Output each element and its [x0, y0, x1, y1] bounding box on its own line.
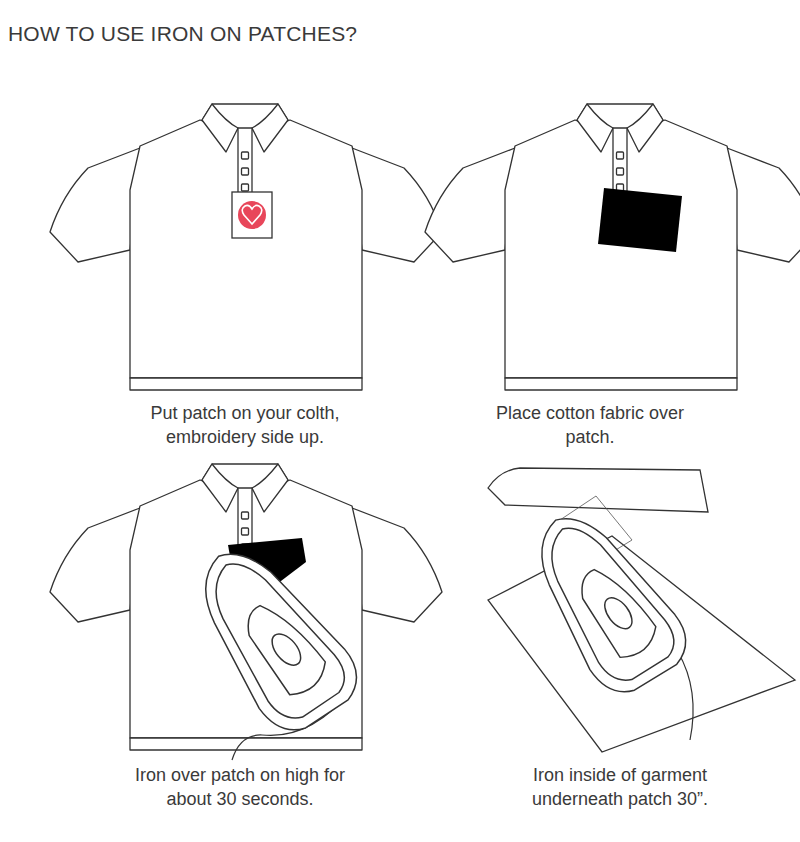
shirt [425, 104, 800, 390]
shirt [50, 464, 442, 750]
shirt [50, 104, 442, 390]
page-title: HOW TO USE IRON ON PATCHES? [8, 22, 357, 46]
step-caption: Iron over patch on high for about 30 sec… [129, 763, 351, 811]
step-caption: Iron inside of garment underneath patch … [513, 763, 727, 811]
sleeve [488, 468, 708, 512]
patch-heart [242, 205, 262, 224]
patch-circle [238, 201, 266, 229]
patch [232, 192, 272, 238]
cotton-fabric [598, 188, 682, 252]
iron-cord [678, 652, 693, 740]
step-caption: Put patch on your colth, embroidery side… [125, 401, 365, 449]
iron [504, 498, 699, 708]
iron [167, 533, 371, 748]
step-caption: Place cotton fabric over patch. [492, 401, 688, 449]
